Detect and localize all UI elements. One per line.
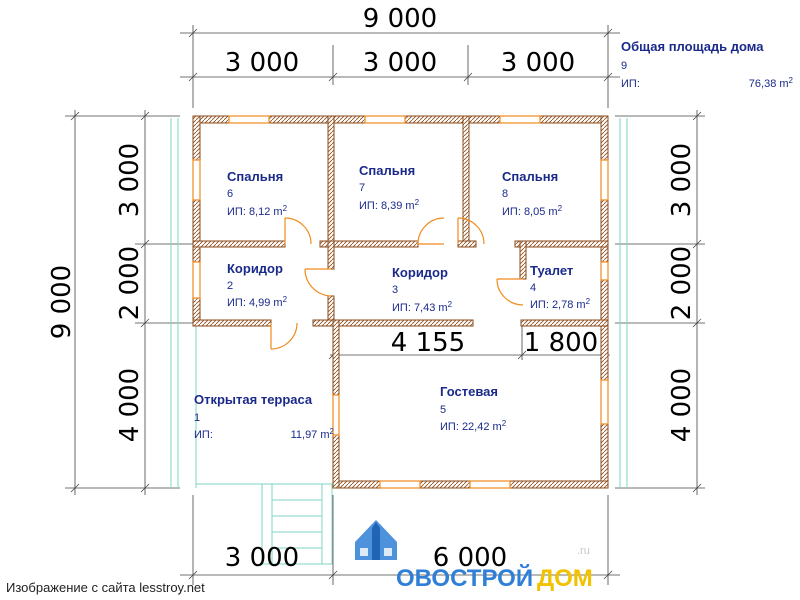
room-name: Спальня	[227, 169, 283, 184]
total-area-title: Общая площадь дома	[621, 39, 764, 54]
image-credit: Изображение с сайта lesstroy.net	[6, 580, 205, 595]
dim-right-1: 3 000	[667, 143, 697, 217]
dim-right-2: 2 000	[667, 246, 697, 320]
room-area: ИП: 7,43 m2	[392, 300, 453, 314]
dim-left-2: 2 000	[115, 246, 145, 320]
total-area-number: 9	[621, 60, 627, 72]
total-area-prefix: ИП:	[621, 78, 640, 90]
room-name: Коридор	[227, 261, 283, 276]
room-name: Открытая терраса	[194, 392, 313, 407]
site-logo: ОВОСТРОЙ ДОМ .ru	[355, 520, 593, 592]
total-area-box: Общая площадь дома 9 ИП: 76,38 m2	[621, 39, 794, 90]
total-area-value: 76,38 m2	[749, 76, 794, 90]
dim-inner-1: 4 155	[391, 328, 465, 358]
room-name: Коридор	[392, 265, 448, 280]
room-number: 8	[502, 188, 508, 200]
room-name: Гостевая	[440, 384, 498, 399]
terrace-stairs	[261, 483, 333, 565]
dimension-lines	[65, 25, 705, 585]
dim-top-total: 9 000	[363, 4, 437, 34]
house-logo-icon	[355, 520, 397, 560]
room-area: ИП: 8,39 m2	[359, 198, 420, 212]
room-number: 6	[227, 188, 233, 200]
room-number: 3	[392, 284, 398, 296]
dim-bottom-2: 6 000	[433, 543, 507, 573]
dimension-labels: 9 000 3 000 3 000 3 000 9 000 3 000 2 00…	[47, 4, 697, 573]
room-name: Спальня	[502, 169, 558, 184]
terrace-outline	[170, 118, 628, 488]
room-area: 11,97 m2	[291, 427, 335, 441]
logo-text-part1: ОВОСТРОЙ	[396, 564, 533, 592]
room-number: 4	[530, 282, 536, 294]
room-number: 2	[227, 280, 233, 292]
logo-text-part2: ДОМ	[537, 565, 593, 592]
room-terrace-1: Открытая терраса 1 ИП: 11,97 m2	[194, 392, 335, 441]
room-area: ИП: 4,99 m2	[227, 295, 288, 309]
room-bedroom-8: Спальня 8 ИП: 8,05 m2	[502, 169, 563, 218]
room-name: Спальня	[359, 163, 415, 178]
room-number: 7	[359, 182, 365, 194]
room-number: 1	[194, 412, 200, 424]
windows	[192, 115, 609, 489]
room-area: ИП: 22,42 m2	[440, 419, 507, 433]
logo-text-part3: .ru	[577, 545, 590, 557]
doors	[270, 217, 524, 350]
dim-top-1: 3 000	[225, 48, 299, 78]
dim-bottom-1: 3 000	[225, 543, 299, 573]
room-name: Туалет	[530, 263, 573, 278]
room-area: ИП: 8,05 m2	[502, 204, 563, 218]
room-corridor-3: Коридор 3 ИП: 7,43 m2	[392, 265, 453, 314]
dim-left-total: 9 000	[47, 265, 77, 339]
room-corridor-2: Коридор 2 ИП: 4,99 m2	[227, 261, 288, 309]
dim-left-1: 3 000	[115, 143, 145, 217]
room-area: ИП: 2,78 m2	[530, 297, 591, 311]
dim-left-3: 4 000	[115, 368, 145, 442]
room-area-prefix: ИП:	[194, 429, 213, 441]
room-number: 5	[440, 404, 446, 416]
dim-top-2: 3 000	[363, 48, 437, 78]
dim-right-3: 4 000	[667, 368, 697, 442]
dim-top-3: 3 000	[501, 48, 575, 78]
room-guest-5: Гостевая 5 ИП: 22,42 m2	[440, 384, 507, 433]
room-toilet-4: Туалет 4 ИП: 2,78 m2	[530, 263, 591, 311]
room-area: ИП: 8,12 m2	[227, 204, 288, 218]
dim-inner-2: 1 800	[524, 328, 598, 358]
room-bedroom-6: Спальня 6 ИП: 8,12 m2	[227, 169, 288, 218]
room-labels: Спальня 6 ИП: 8,12 m2 Спальня 7 ИП: 8,39…	[194, 163, 591, 441]
room-bedroom-7: Спальня 7 ИП: 8,39 m2	[359, 163, 420, 212]
